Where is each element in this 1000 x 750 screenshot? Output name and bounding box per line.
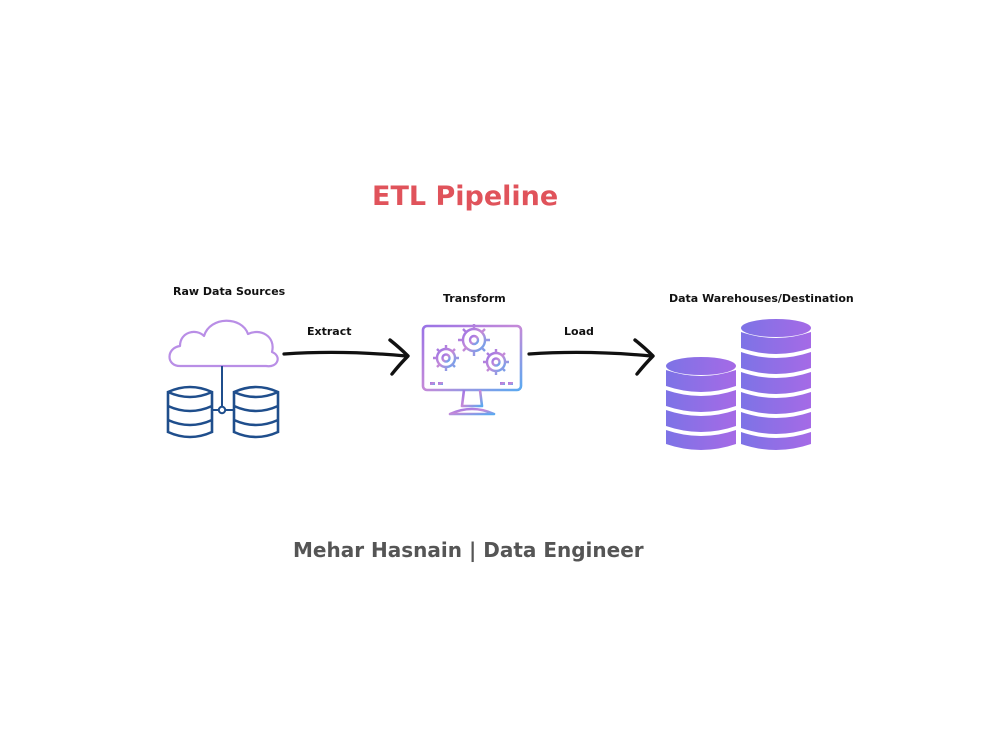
arrow-load-icon — [527, 338, 655, 376]
monitor-gears-icon — [421, 324, 523, 416]
database-right-icon — [232, 385, 280, 439]
edge-label-extract: Extract — [307, 325, 352, 338]
author-footer: Mehar Hasnain | Data Engineer — [293, 538, 644, 562]
edge-label-load: Load — [564, 325, 594, 338]
database-tall-icon — [741, 319, 811, 450]
screen-dots — [430, 382, 513, 385]
cloud-database-icon — [166, 319, 280, 439]
gear-icon — [433, 324, 509, 375]
arrow-extract-icon — [282, 338, 410, 376]
diagram-title: ETL Pipeline — [372, 181, 559, 212]
database-stack-icon — [666, 319, 811, 450]
database-left-icon — [166, 385, 214, 439]
connector-lines — [212, 366, 233, 415]
monitor-screen — [421, 324, 523, 392]
node-label-destination: Data Warehouses/Destination — [669, 292, 854, 305]
node-label-transform: Transform — [443, 292, 506, 305]
cloud-icon — [168, 319, 279, 368]
database-short-icon — [666, 357, 736, 450]
node-label-sources: Raw Data Sources — [173, 285, 286, 298]
